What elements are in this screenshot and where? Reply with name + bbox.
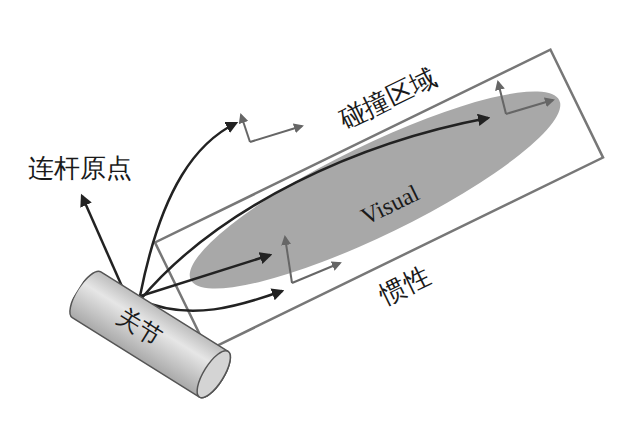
visual-ellipse — [171, 60, 579, 321]
coordinate-frames — [241, 82, 553, 283]
link-origin-label: 连杆原点 — [28, 154, 132, 183]
collision-region — [155, 50, 603, 351]
node-label: Visual — [357, 180, 424, 231]
inertia-label: 惯性 — [375, 261, 434, 309]
origin-arrows — [82, 118, 488, 311]
